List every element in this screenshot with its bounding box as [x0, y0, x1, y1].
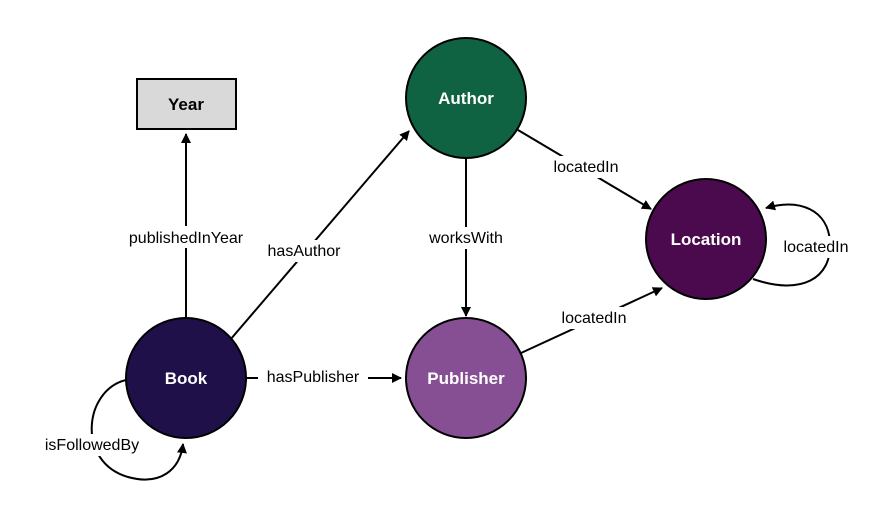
edge-label-has-publisher: hasPublisher: [258, 366, 368, 388]
node-author: Author: [405, 37, 527, 159]
edge-label-location-located-in-text: locatedIn: [784, 239, 849, 256]
edge-label-is-followed-by: isFollowedBy: [35, 434, 149, 456]
node-publisher: Publisher: [405, 317, 527, 439]
edge-label-published-in-year: publishedInYear: [119, 226, 253, 248]
edge-label-has-author-text: hasAuthor: [268, 243, 342, 260]
node-book: Book: [125, 317, 247, 439]
edge-is-followed-by: [90, 379, 187, 481]
node-location: Location: [645, 178, 767, 300]
edge-label-publisher-located-in: locatedIn: [554, 307, 634, 329]
edge-label-works-with-text: worksWith: [428, 230, 503, 247]
edge-label-published-in-year-text: publishedInYear: [129, 230, 244, 247]
edge-label-author-located-in: locatedIn: [546, 156, 626, 178]
node-year: Year: [136, 78, 237, 130]
edge-label-publisher-located-in-text: locatedIn: [562, 310, 627, 327]
node-author-label: Author: [438, 89, 494, 108]
node-publisher-label: Publisher: [427, 369, 505, 388]
node-location-label: Location: [671, 230, 742, 249]
edge-label-location-located-in: locatedIn: [776, 236, 856, 258]
edge-label-has-author: hasAuthor: [260, 240, 348, 262]
edge-label-is-followed-by-text: isFollowedBy: [45, 437, 139, 454]
edge-label-works-with: worksWith: [420, 227, 512, 249]
node-book-label: Book: [165, 369, 208, 388]
node-year-label: Year: [168, 95, 204, 114]
edge-label-author-located-in-text: locatedIn: [554, 159, 619, 176]
edge-label-has-publisher-text: hasPublisher: [267, 369, 360, 386]
edge-has-author: [229, 130, 410, 341]
